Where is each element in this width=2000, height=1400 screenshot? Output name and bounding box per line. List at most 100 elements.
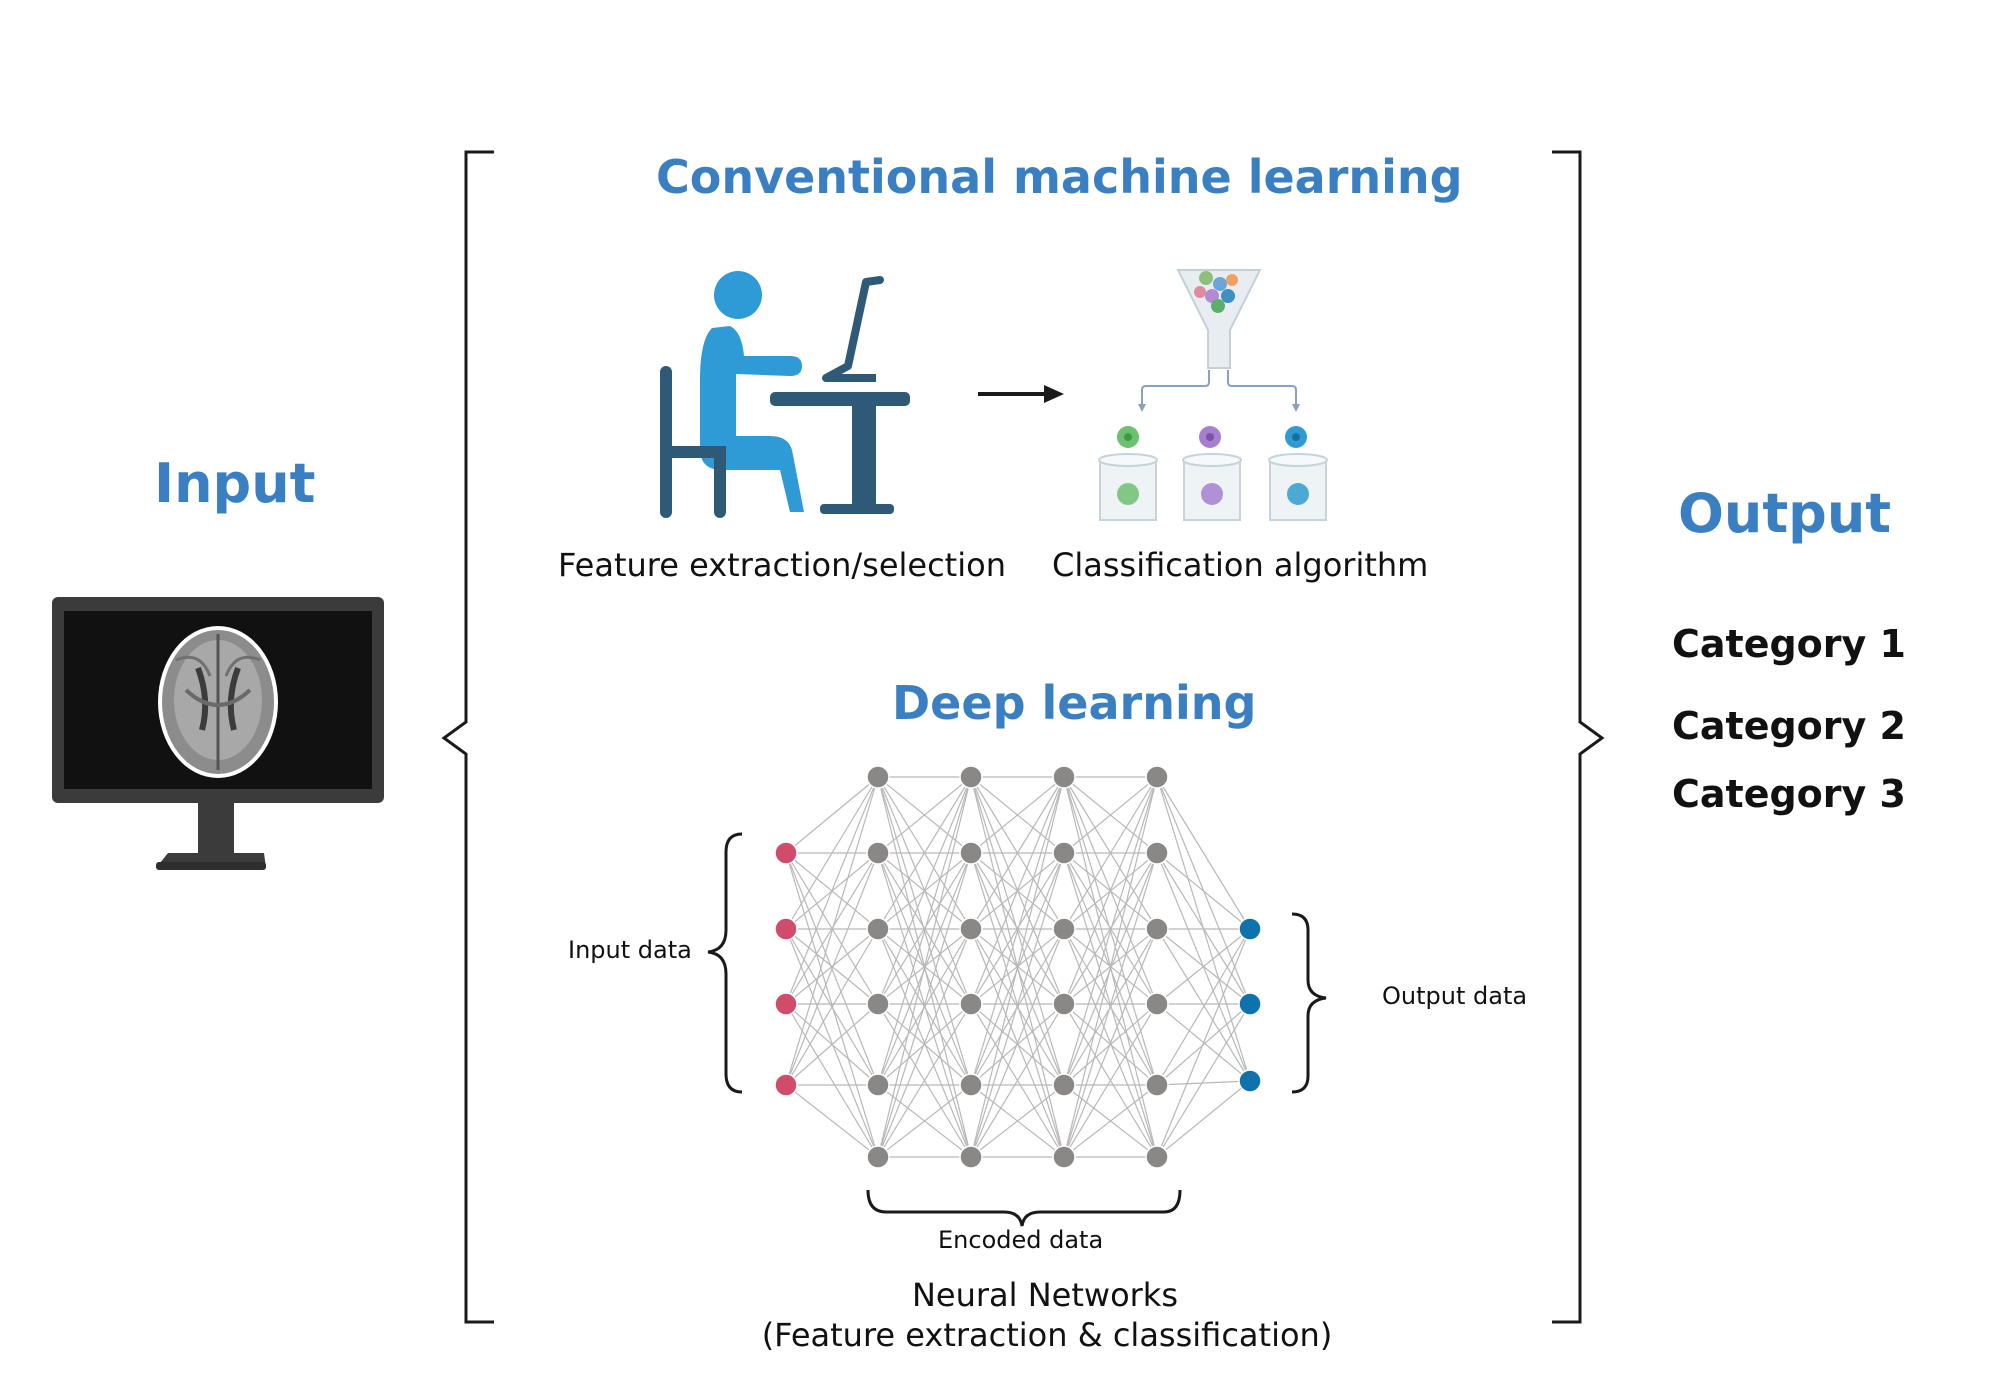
network-edge [877,776,972,1158]
network-edge [1063,776,1158,1005]
sorted-cells [1117,426,1307,448]
neural-networks-caption: Neural Networks [911,1276,1178,1314]
hidden-node [1052,841,1076,865]
hidden-node [959,765,983,789]
hidden-node [1052,765,1076,789]
network-edge [785,776,879,1086]
right-brace [1552,150,1605,1324]
input-node [774,841,798,865]
network-edge [970,1084,1065,1158]
neural-networks-subcaption: (Feature extraction & classification) [761,1316,1333,1354]
network-edge [970,776,1065,930]
classification-algorithm-label: Classification algorithm [1052,546,1429,584]
person-at-computer-icon [660,271,910,518]
network-edge [877,776,972,930]
hidden-node [1145,1073,1169,1097]
conventional-ml-title: Conventional machine learning [656,150,1463,204]
output-node [1238,1069,1262,1093]
network-edge [1063,1084,1158,1158]
network-edge [877,776,972,1086]
network-edge [1063,776,1158,930]
encoded-data-brace [866,1189,1182,1227]
network-edge [785,928,879,1086]
network-edge [877,928,972,1158]
category-3: Category 3 [1672,772,1906,816]
hidden-node [959,917,983,941]
network-edge [1156,1080,1251,1086]
brain-scan-icon [158,626,278,778]
network-edge [970,776,1065,1086]
network-edge [785,852,879,1005]
hidden-node [1145,841,1169,865]
network-edge [1063,928,1158,1158]
network-nodes [774,765,1262,1169]
hidden-node [1145,917,1169,941]
hidden-node [866,841,890,865]
network-edge [1156,852,1251,930]
right-arrow-icon [978,385,1064,403]
network-edge [970,852,1065,1158]
network-edge [1063,852,1158,1158]
network-edge [1063,1003,1158,1158]
hidden-node [866,992,890,1016]
output-node [1238,992,1262,1016]
network-edge [1156,928,1251,1082]
network-edge [877,776,972,854]
output-data-label: Output data [1382,982,1528,1010]
network-connections [785,776,1251,1158]
hidden-node [1145,765,1169,789]
hidden-node [959,841,983,865]
hidden-node [1052,1073,1076,1097]
network-edge [970,1003,1065,1158]
test-tube-icon [1098,453,1328,521]
hidden-node [959,1073,983,1097]
network-edge [785,776,879,1005]
network-edge [1063,852,1158,1005]
network-edge [1156,928,1251,1005]
deep-learning-title: Deep learning [892,676,1257,730]
network-edge [970,776,1065,854]
input-title: Input [154,452,316,515]
network-edge [970,776,1065,1005]
network-edge [877,776,972,1005]
left-brace [441,150,494,1324]
network-edge [970,928,1065,1158]
output-node [1238,917,1262,941]
network-edge [970,852,1065,1005]
network-edge [1063,776,1158,1158]
feature-extraction-label: Feature extraction/selection [558,546,1006,584]
input-data-label: Input data [568,936,692,964]
network-edge [877,852,972,1005]
network-edge [1156,1080,1251,1158]
input-data-brace [707,832,743,1094]
network-edge [785,852,879,1086]
encoded-data-label: Encoded data [938,1226,1104,1254]
network-edge [1156,776,1251,930]
network-edge [785,928,879,1005]
hidden-node [1145,992,1169,1016]
hidden-node [866,917,890,941]
network-edge [785,1084,879,1158]
network-edge [1156,928,1251,1086]
hidden-node [959,1145,983,1169]
hidden-node [1052,917,1076,941]
output-data-brace [1291,912,1327,1094]
network-edge [785,852,879,1158]
network-edge [785,1003,879,1086]
network-edge [877,852,972,1158]
network-edge [1063,776,1158,1086]
output-title: Output [1678,482,1892,545]
network-edge [785,776,879,854]
network-edge [877,1084,972,1158]
hidden-node [866,1073,890,1097]
hidden-node [1145,1145,1169,1169]
network-edge [1156,1003,1251,1158]
network-edge [1156,928,1251,1158]
category-1: Category 1 [1672,622,1906,666]
hidden-node [1052,1145,1076,1169]
category-2: Category 2 [1672,704,1906,748]
input-node [774,1073,798,1097]
network-edge [785,776,879,930]
input-node [774,917,798,941]
